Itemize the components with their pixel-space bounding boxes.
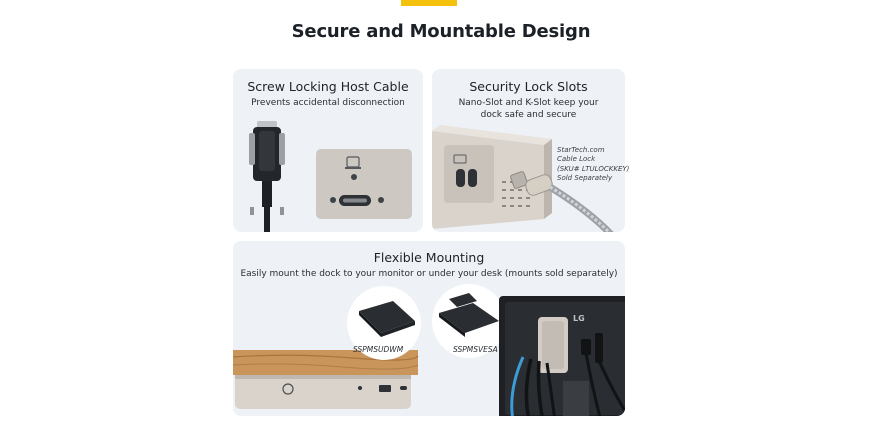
panel-subtitle-screw: Prevents accidental disconnection <box>251 98 405 108</box>
panel-subtitle-mount: Easily mount the dock to your monitor or… <box>240 269 618 279</box>
panel-subtitle-lock-line1: Nano-Slot and K-Slot keep your <box>458 98 599 108</box>
usb-c-screw-cable-image <box>249 121 412 232</box>
panel-subtitle-lock-line2: dock safe and secure <box>480 110 577 120</box>
mounting-illustration <box>233 284 625 416</box>
lock-caption-line: StarTech.com <box>557 146 605 154</box>
monitor-brand-logo: LG <box>573 314 585 323</box>
lock-caption: StarTech.com Cable Lock (SKU# LTULOCKKEY… <box>557 146 629 183</box>
panel-title-lock: Security Lock Slots <box>469 79 588 94</box>
panel-flexible-mounting: Flexible Mounting Easily mount the dock … <box>233 241 625 416</box>
panel-title-screw: Screw Locking Host Cable <box>247 79 409 94</box>
panel-security-lock-slots: Security Lock Slots Nano-Slot and K-Slot… <box>432 69 625 232</box>
panel-title-mount: Flexible Mounting <box>373 250 485 265</box>
lock-caption-line: (SKU# LTULOCKKEY) <box>557 164 630 173</box>
accent-bar <box>401 0 457 6</box>
mount-label-sspmsudwm: SSPMSUDWM <box>353 345 404 354</box>
page-title: Secure and Mountable Design <box>291 21 591 42</box>
lock-caption-line: Sold Separately <box>557 173 613 182</box>
mount-label-sspmsvesa: SSPMSVESA <box>453 345 498 354</box>
panel-screw-locking-cable: Screw Locking Host Cable Prevents accide… <box>233 69 423 232</box>
dock-lock-slot-image <box>432 125 614 232</box>
lock-caption-line: Cable Lock <box>557 155 596 164</box>
